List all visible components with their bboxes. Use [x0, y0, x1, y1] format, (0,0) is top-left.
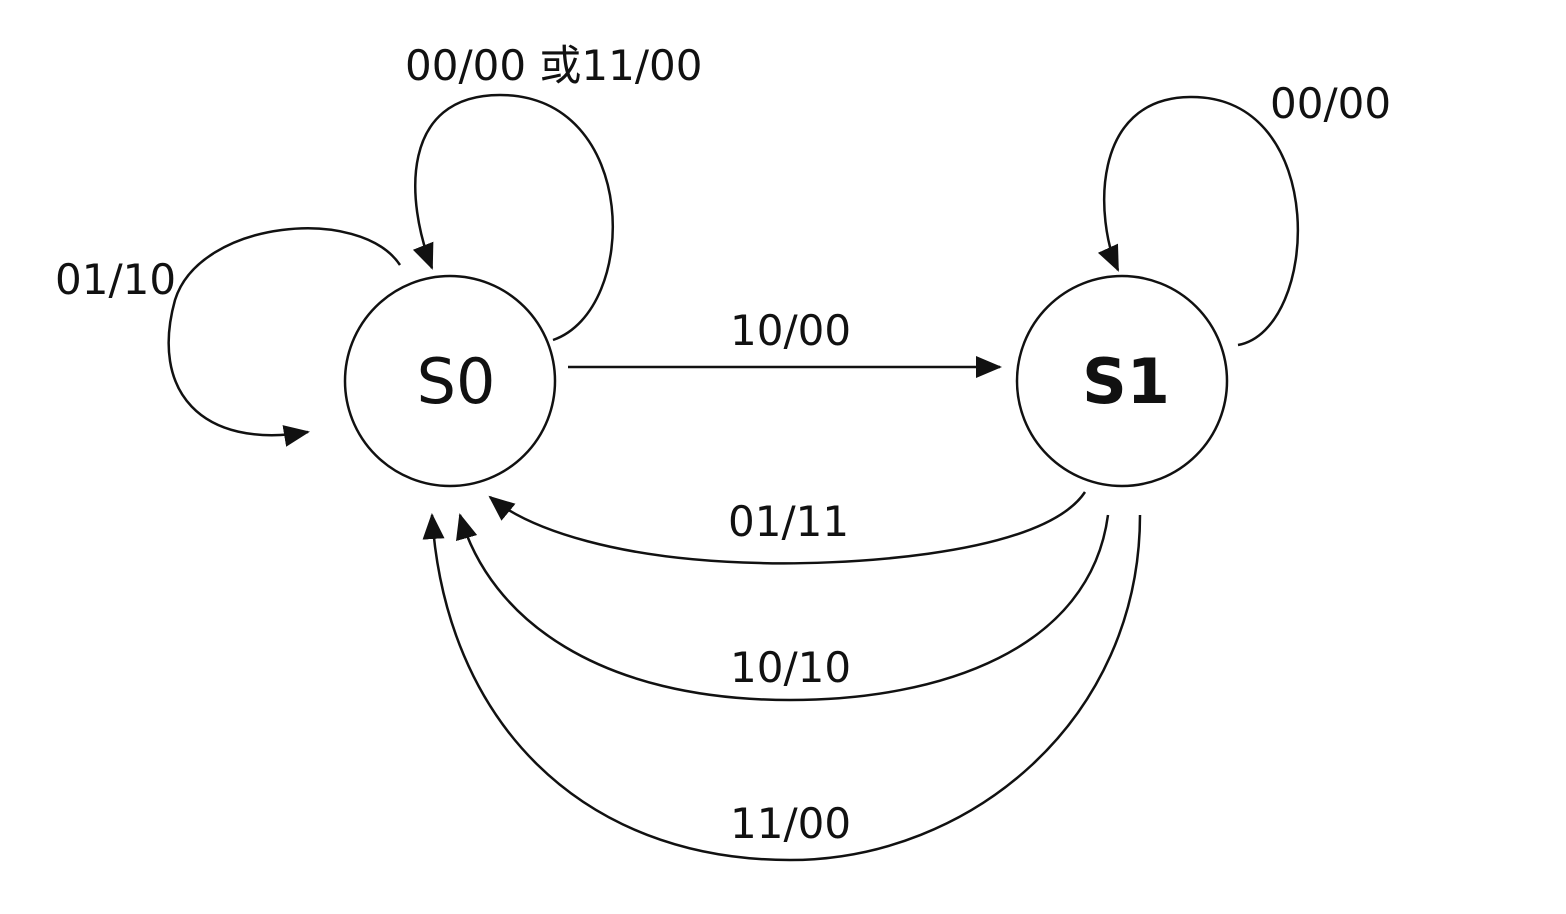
transition-label: 00/00 或11/00	[405, 41, 702, 90]
transition-s1-s0-11-00	[422, 513, 1142, 862]
transition-label: 11/00	[730, 799, 851, 848]
transition-s1-s0-01-11	[488, 491, 1087, 565]
transition-s1-s0-10-10	[456, 513, 1110, 702]
state-s0-circle	[343, 274, 557, 488]
transition-s1-self	[1097, 95, 1300, 347]
transition-s0-self-left	[167, 227, 402, 447]
state-s1-label: S1	[1082, 345, 1170, 418]
transition-label: 00/00	[1270, 79, 1391, 128]
state-s0-label: S0	[417, 345, 496, 418]
state-s1-circle	[1015, 274, 1229, 488]
transition-label: 01/11	[728, 497, 849, 546]
transition-s0-self-top	[412, 93, 614, 342]
transition-label: 01/10	[55, 255, 176, 304]
transition-label: 10/10	[730, 643, 851, 692]
transition-label: 10/00	[730, 306, 851, 355]
